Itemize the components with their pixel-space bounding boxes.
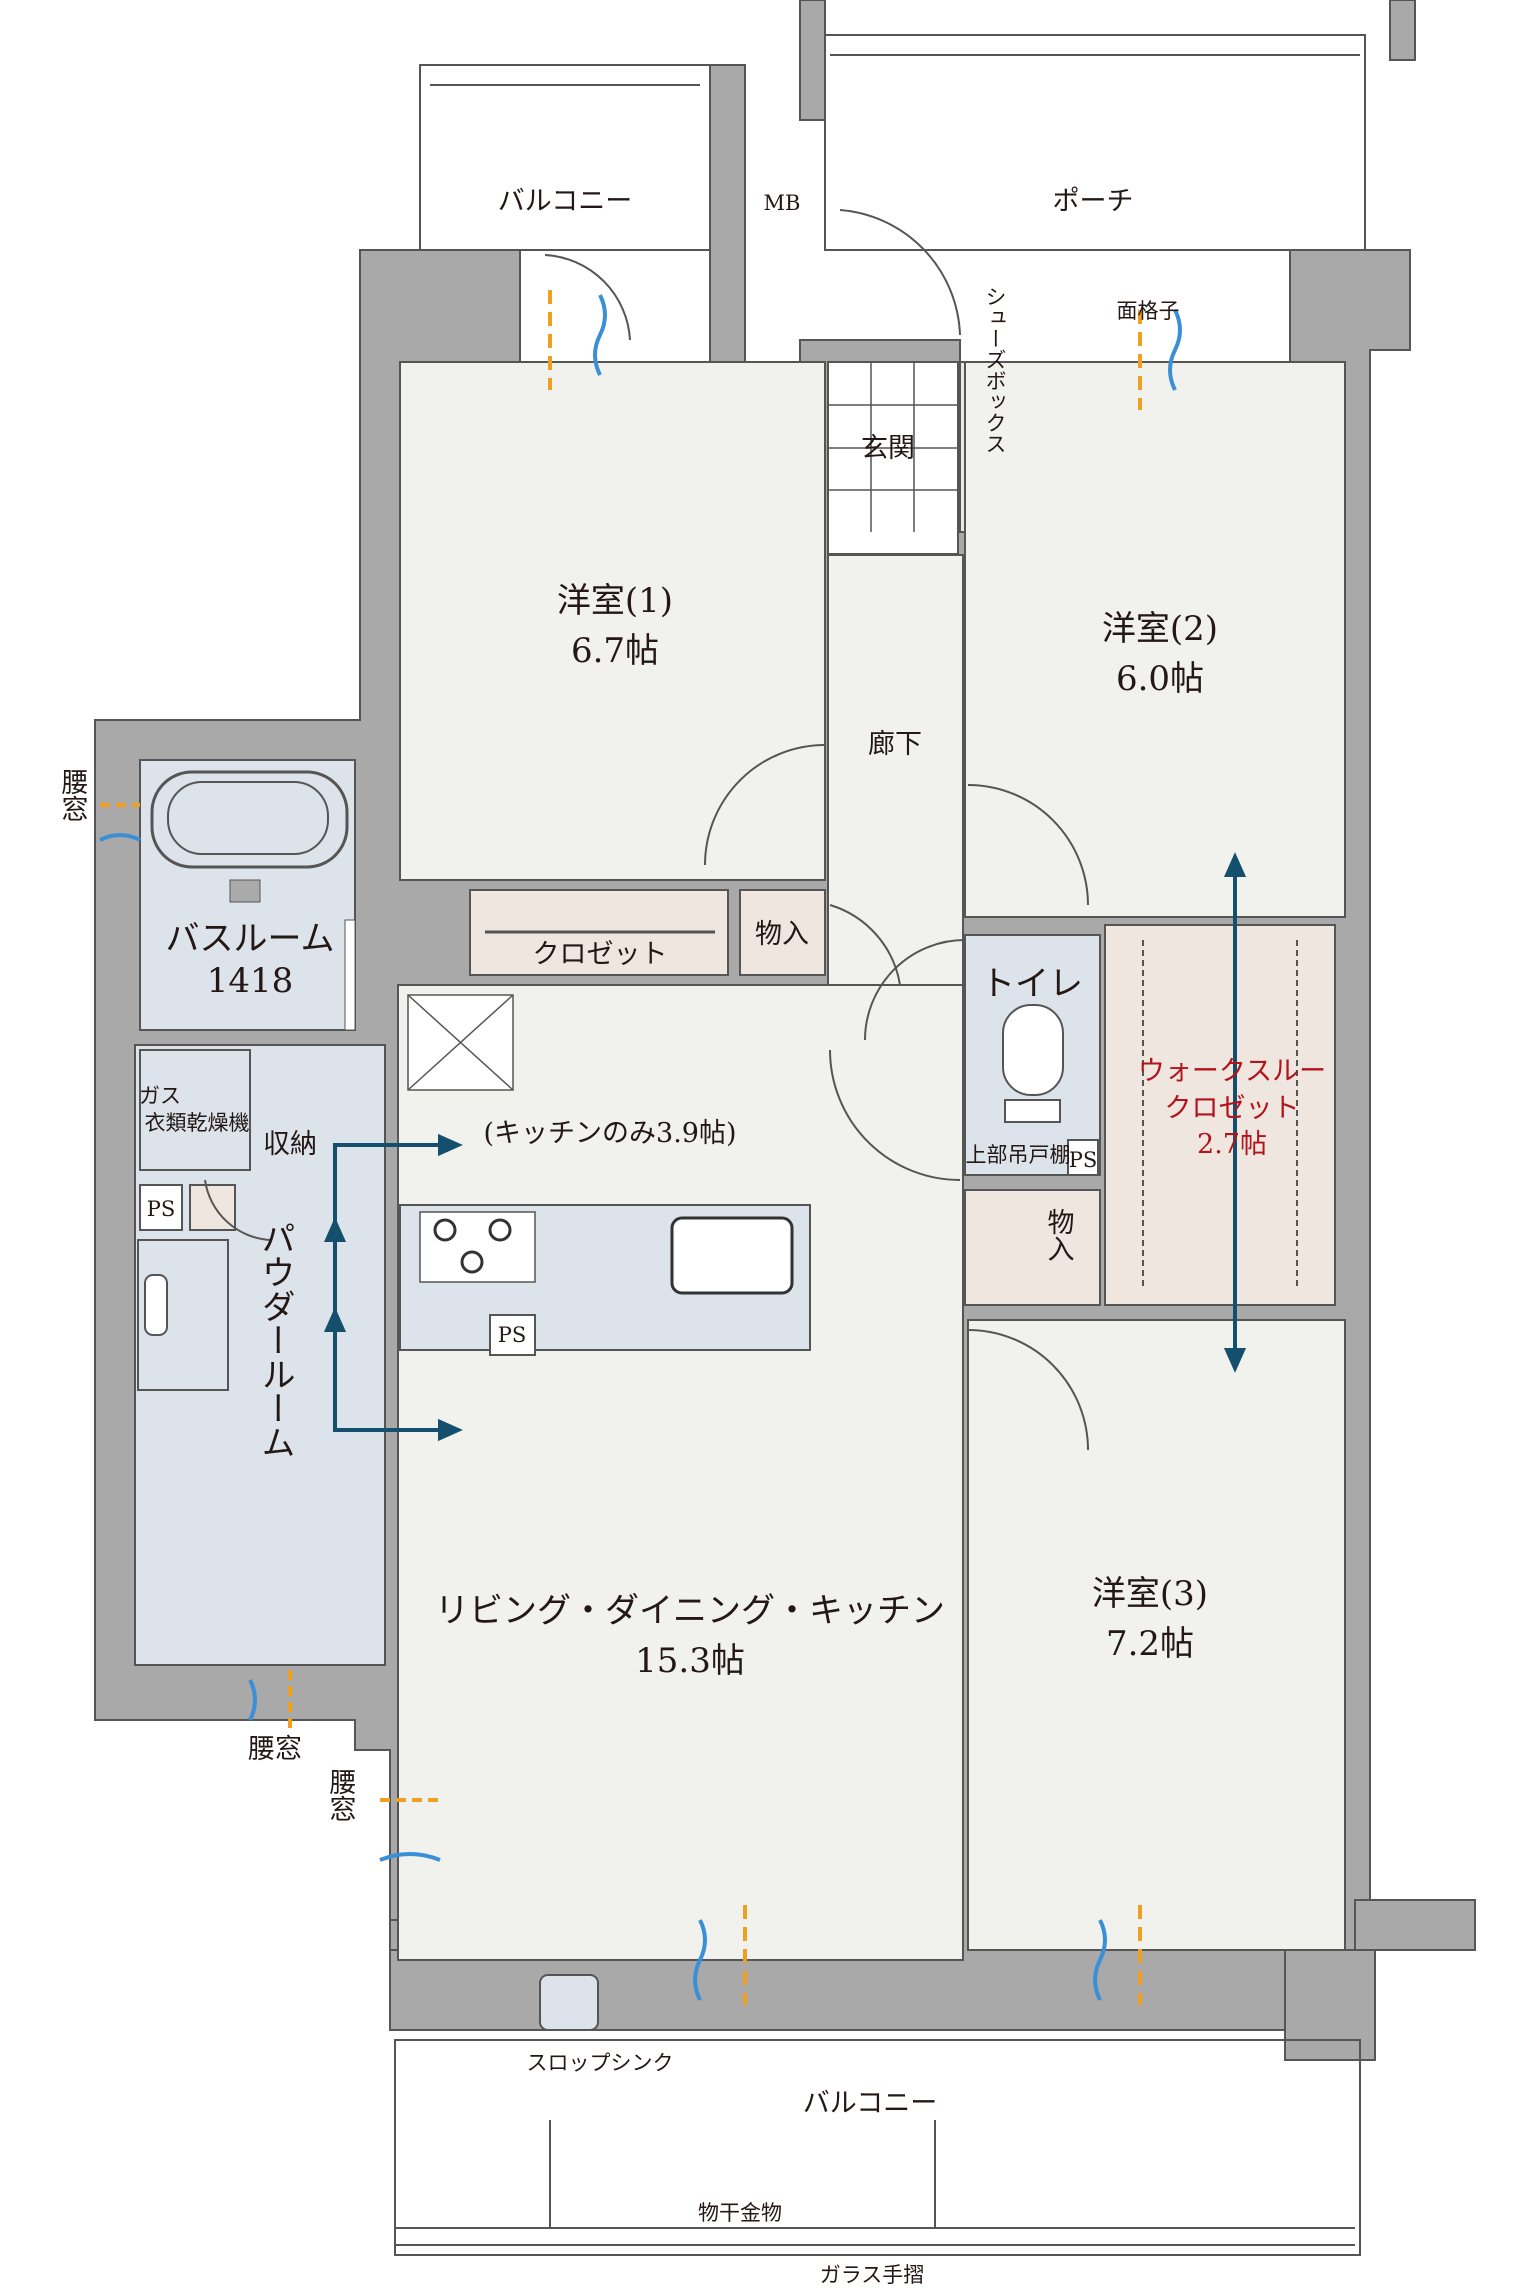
bathroom-size: 1418 [207, 961, 294, 1001]
circulation-arrow [323, 852, 1247, 1442]
slop-sink-label: スロップシンク [527, 2051, 674, 2075]
door-swings [204, 209, 1089, 1451]
clothes-hanger-label: 物干金物 [698, 2201, 782, 2225]
glass-rail-label: ガラス手摺 [820, 2263, 925, 2287]
bathroom [139, 759, 356, 1031]
waist-window-label-powder: 腰窓 [248, 1734, 302, 1765]
balcony-bottom-label: バルコニー [803, 2088, 937, 2119]
lattice-label: 面格子 [1117, 299, 1180, 323]
waist-window-label-ldk: 腰窓 [325, 1768, 357, 1822]
western-room-2-name: 洋室(2) [1102, 609, 1218, 649]
western-room-2-size: 6.0帖 [1116, 659, 1204, 699]
ps-label-toilet: PS [1069, 1148, 1098, 1172]
powder-room [134, 1044, 386, 1666]
outdoor-outlines [394, 34, 1366, 2256]
gas-dryer-line1: ガス [139, 1084, 181, 1108]
western-room-1-name: 洋室(1) [557, 581, 673, 621]
kitchen-only-label: (キッチンのみ3.9帖) [483, 1118, 736, 1149]
closet-label: クロゼット [533, 939, 668, 970]
western-room-2 [964, 361, 1346, 918]
ps-label-kitchen: PS [498, 1323, 527, 1347]
ldk [397, 984, 964, 1961]
shoe-box-label: シューズボックス [983, 286, 1007, 454]
waist-window-label-bath: 腰窓 [57, 768, 89, 822]
walk-through-line2: クロゼット [1165, 1093, 1300, 1124]
western-room-1 [399, 361, 826, 881]
western-room-3-size: 7.2帖 [1106, 1624, 1194, 1664]
western-room-3-name: 洋室(3) [1092, 1574, 1208, 1614]
shuno-label: 収納 [263, 1129, 317, 1160]
gas-dryer-line2: 衣類乾燥機 [145, 1111, 250, 1135]
ps-label-powder: PS [147, 1197, 176, 1221]
toilet [964, 934, 1101, 1176]
ldk-size: 15.3帖 [635, 1641, 745, 1681]
mb-label: MB [764, 191, 801, 215]
porch-label: ポーチ [1053, 186, 1134, 217]
entrance-label: 玄関 [861, 433, 915, 464]
ldk-name: リビング・ダイニング・キッチン [435, 1591, 945, 1631]
toilet-label: トイレ [981, 964, 1083, 1004]
corridor-label: 廊下 [868, 729, 922, 760]
walk-through-closet [1104, 924, 1336, 1306]
storage-2-label: 物入 [1043, 1208, 1075, 1262]
balcony-top-label: バルコニー [498, 186, 632, 217]
powder-room-label: パウダールーム [255, 1221, 295, 1459]
bathroom-name: バスルーム [166, 919, 335, 959]
walk-through-line1: ウォークスルー [1138, 1056, 1326, 1087]
corridor [827, 554, 964, 1031]
western-room-3 [967, 1319, 1346, 1951]
storage-label: 物入 [755, 919, 809, 950]
western-room-1-size: 6.7帖 [571, 631, 659, 671]
upper-shelf-label: 上部吊戸棚 [966, 1143, 1071, 1167]
ventilation-marks [99, 290, 1182, 2005]
walk-through-size: 2.7帖 [1197, 1129, 1267, 1160]
closet-strip [469, 889, 826, 976]
storage-2 [964, 1189, 1101, 1306]
